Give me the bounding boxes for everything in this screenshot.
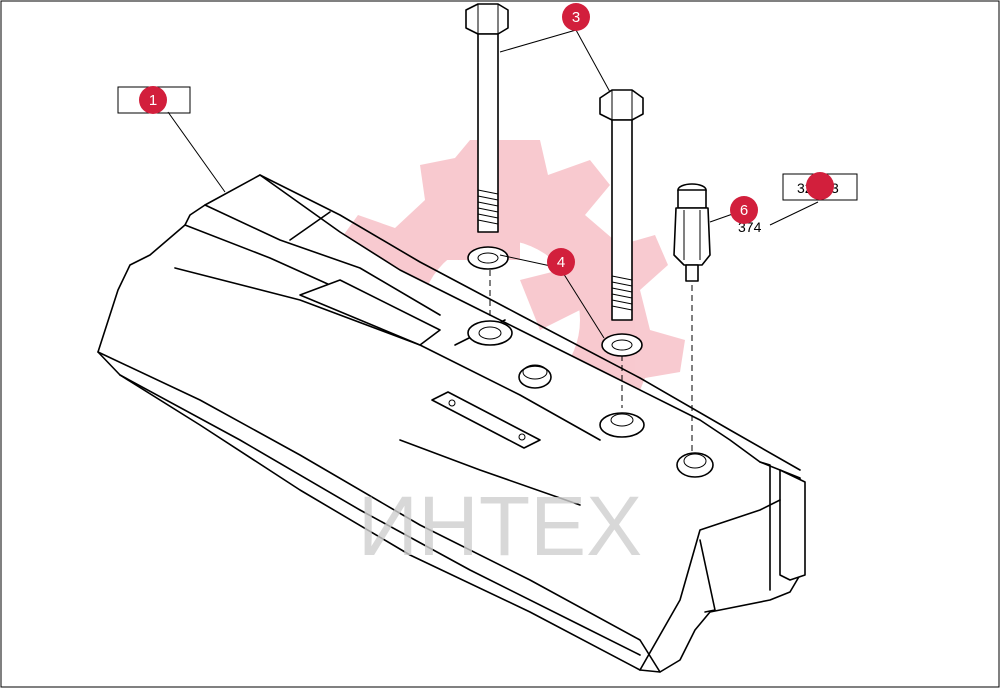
callout-6[interactable]: 6 [730,196,758,224]
assembly-guide-lines [489,270,693,455]
breather-fitting [673,183,711,282]
callout-1-label: 1 [149,92,157,109]
bolt-right [599,89,644,321]
watermark-text: ИНТЕХ [358,479,642,573]
callout-4[interactable]: 4 [547,248,575,276]
leader-lines [167,29,819,339]
callout-3-label: 3 [572,9,580,26]
washer-left [467,246,509,270]
housing-cover [97,174,806,673]
callout-ref-right[interactable] [806,172,834,200]
callout-4-label: 4 [557,254,565,271]
callout-3[interactable]: 3 [562,3,590,31]
bolt-left [465,3,509,233]
washer-right [601,333,643,357]
callout-6-label: 6 [740,202,748,219]
callout-1[interactable]: 1 [139,86,167,114]
